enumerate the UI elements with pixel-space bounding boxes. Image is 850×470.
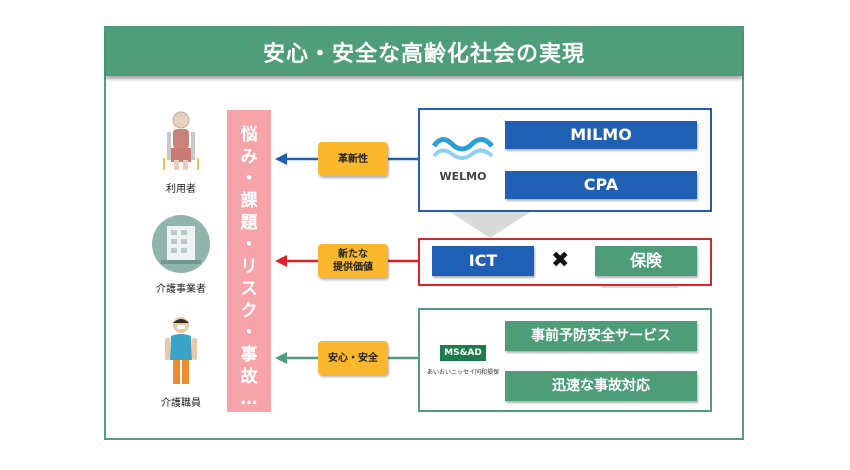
challenges-bar: 悩 み ・ 課 題 ・ リ ス ク ・ 事 故 … (227, 110, 271, 412)
challenge-char: ・ (240, 169, 258, 189)
welmo-item-milmo: MILMO (505, 121, 697, 149)
challenge-char: 悩 (240, 125, 258, 145)
welmo-logo-text: WELMO (439, 170, 487, 183)
page-title: 安心・安全な高齢化社会の実現 (106, 28, 742, 76)
challenge-char: み (240, 147, 258, 167)
times-icon: ✖ (551, 248, 570, 273)
msad-item-prevention: 事前予防安全サービス (505, 321, 697, 351)
welmo-wave-icon (431, 137, 494, 160)
msad-logo: MS&AD (440, 345, 486, 361)
person-provider: 介護事業者 (150, 214, 212, 295)
tag-new-value-line1: 新たな (338, 249, 368, 260)
welmo-logo: WELMO (430, 134, 496, 183)
challenge-char: 題 (240, 213, 258, 233)
person-caregiver: 介護職員 (150, 316, 212, 409)
challenge-char: リ (240, 257, 258, 277)
tag-safety-label: 安心・安全 (328, 352, 378, 364)
insurance-label: 保険 (595, 246, 697, 276)
ict-label: ICT (432, 246, 534, 276)
challenge-char: ・ (240, 323, 258, 343)
caregiver-icon (165, 317, 197, 384)
person-label: 介護事業者 (156, 284, 206, 295)
challenge-char: ス (240, 279, 258, 299)
person-label: 利用者 (166, 184, 196, 195)
challenge-char: 事 (240, 345, 258, 365)
tag-new-value: 新たな 提供価値 (318, 244, 388, 278)
tag-innovation-label: 革新性 (338, 153, 368, 165)
building-icon (152, 215, 210, 273)
msad-item-accident-response: 迅速な事故対応 (505, 371, 697, 401)
challenge-char: ・ (240, 235, 258, 255)
tag-innovation: 革新性 (318, 142, 388, 176)
challenge-char: 課 (240, 191, 258, 211)
person-label: 介護職員 (161, 398, 201, 409)
challenge-char: ク (240, 301, 258, 321)
wheelchair-user-icon (163, 111, 199, 170)
person-user: 利用者 (150, 110, 212, 195)
challenge-char: … (240, 389, 258, 409)
tag-new-value-line2: 提供価値 (333, 262, 373, 273)
tag-safety: 安心・安全 (318, 341, 388, 375)
challenge-char: 故 (240, 367, 258, 387)
welmo-item-cpa: CPA (505, 171, 697, 199)
msad-company-name: あいおいニッセイ同和損保 (426, 369, 499, 376)
